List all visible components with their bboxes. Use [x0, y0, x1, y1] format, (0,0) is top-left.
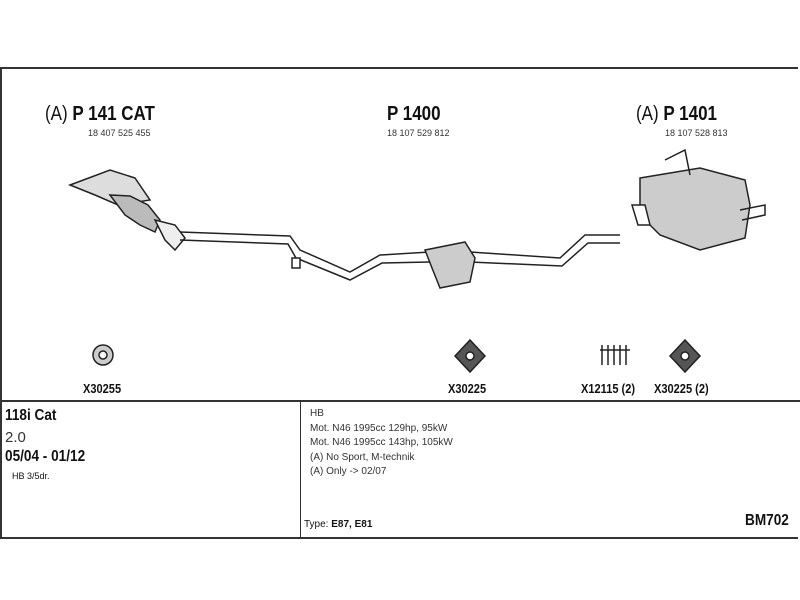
rubber-mount-icon	[453, 338, 487, 374]
divider	[0, 400, 800, 402]
production-years: 05/04 - 01/12	[5, 448, 86, 465]
middle-pipe-part[interactable]	[179, 231, 620, 289]
part-label-p1400: P 1400	[387, 103, 441, 125]
note: HB	[310, 408, 324, 419]
notes-list: HB Mot. N46 1995cc 129hp, 95kW Mot. N46 …	[310, 407, 453, 480]
note: (A) No Sport, M-technik	[310, 451, 415, 463]
exhaust-illustration	[67, 148, 766, 374]
fitting-label: X30255	[83, 381, 122, 396]
rubber-mount-icon	[668, 338, 702, 374]
oe-number: 18 407 525 455	[88, 128, 151, 138]
type-label: Type:	[304, 519, 329, 530]
note: (A) Only -> 02/07	[310, 466, 387, 477]
fitting-label: X12115 (2)	[581, 381, 636, 396]
fitting-label: X30225	[448, 381, 487, 396]
rear-silencer-part[interactable]	[630, 148, 766, 251]
part-label-p141: (A) P 141 CAT	[45, 103, 155, 125]
divider	[300, 401, 301, 539]
engine-size: 2.0	[5, 429, 26, 446]
diagram-frame	[0, 67, 798, 539]
type-value: E87, E81	[331, 519, 373, 530]
catalytic-converter-part[interactable]	[67, 169, 186, 252]
vehicle-model: 118i Cat	[5, 407, 57, 424]
type-info: Type: E87, E81	[304, 519, 372, 530]
rubber-mount-icon	[92, 344, 114, 366]
body-type: HB 3/5dr.	[12, 471, 50, 481]
part-label-p1401: (A) P 1401	[636, 103, 717, 125]
spring-icon	[600, 345, 630, 365]
note: Mot. N46 1995cc 143hp, 105kW	[310, 437, 453, 448]
fitting-label: X30225 (2)	[654, 381, 709, 396]
note: Mot. N46 1995cc 129hp, 95kW	[310, 422, 448, 434]
oe-number: 18 107 529 812	[387, 128, 450, 138]
oe-number: 18 107 528 813	[665, 128, 728, 138]
diagram-code: BM702	[745, 512, 789, 529]
